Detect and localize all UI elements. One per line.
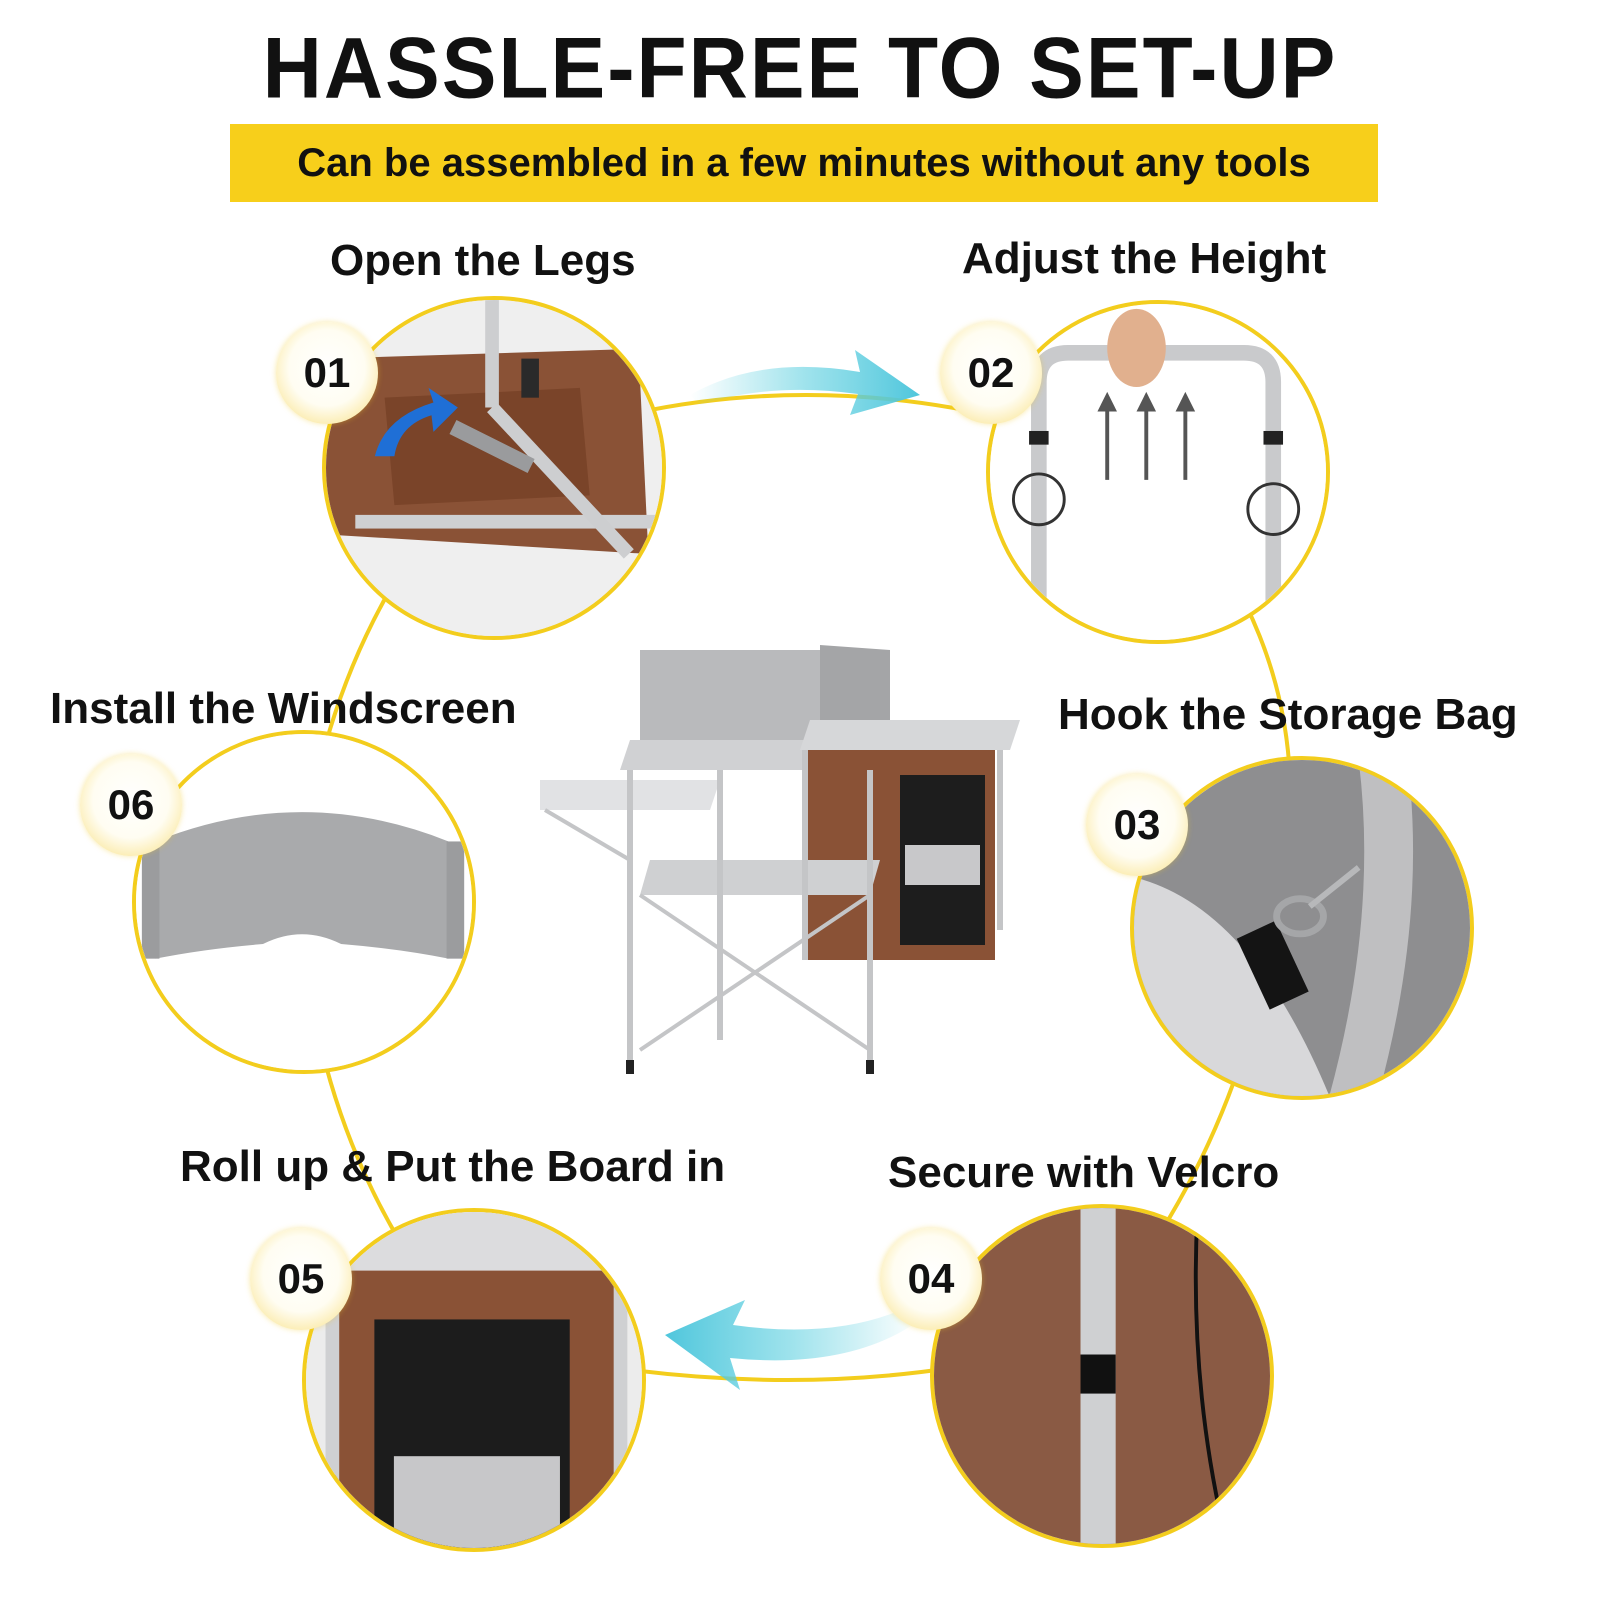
subtitle-banner: Can be assembled in a few minutes withou… <box>230 124 1378 202</box>
step-01-badge: 01 <box>276 322 378 424</box>
camp-kitchen-product-image <box>540 645 1020 1074</box>
step-06-photo <box>132 730 476 1074</box>
step-04-label: Secure with Velcro <box>888 1148 1280 1197</box>
step-05-badge: 05 <box>250 1228 352 1330</box>
step-04-photo <box>930 1204 1274 1548</box>
page-title: HASSLE-FREE TO SET-UP <box>262 20 1338 117</box>
step-04-badge: 04 <box>880 1228 982 1330</box>
step-03-label: Hook the Storage Bag <box>1058 690 1518 739</box>
step-02-photo <box>986 300 1330 644</box>
subtitle-text: Can be assembled in a few minutes withou… <box>297 140 1311 185</box>
step-02-label: Adjust the Height <box>962 234 1327 283</box>
step-05-label: Roll up & Put the Board in <box>180 1142 726 1191</box>
step-03-photo <box>1130 756 1474 1100</box>
step-02-badge: 02 <box>940 322 1042 424</box>
step-05-photo <box>302 1208 646 1552</box>
step-01-label: Open the Legs <box>330 236 636 285</box>
step-06-badge: 06 <box>80 754 182 856</box>
step-03-badge: 03 <box>1086 774 1188 876</box>
step-06-label: Install the Windscreen <box>50 684 517 733</box>
step-01-photo <box>322 296 666 640</box>
